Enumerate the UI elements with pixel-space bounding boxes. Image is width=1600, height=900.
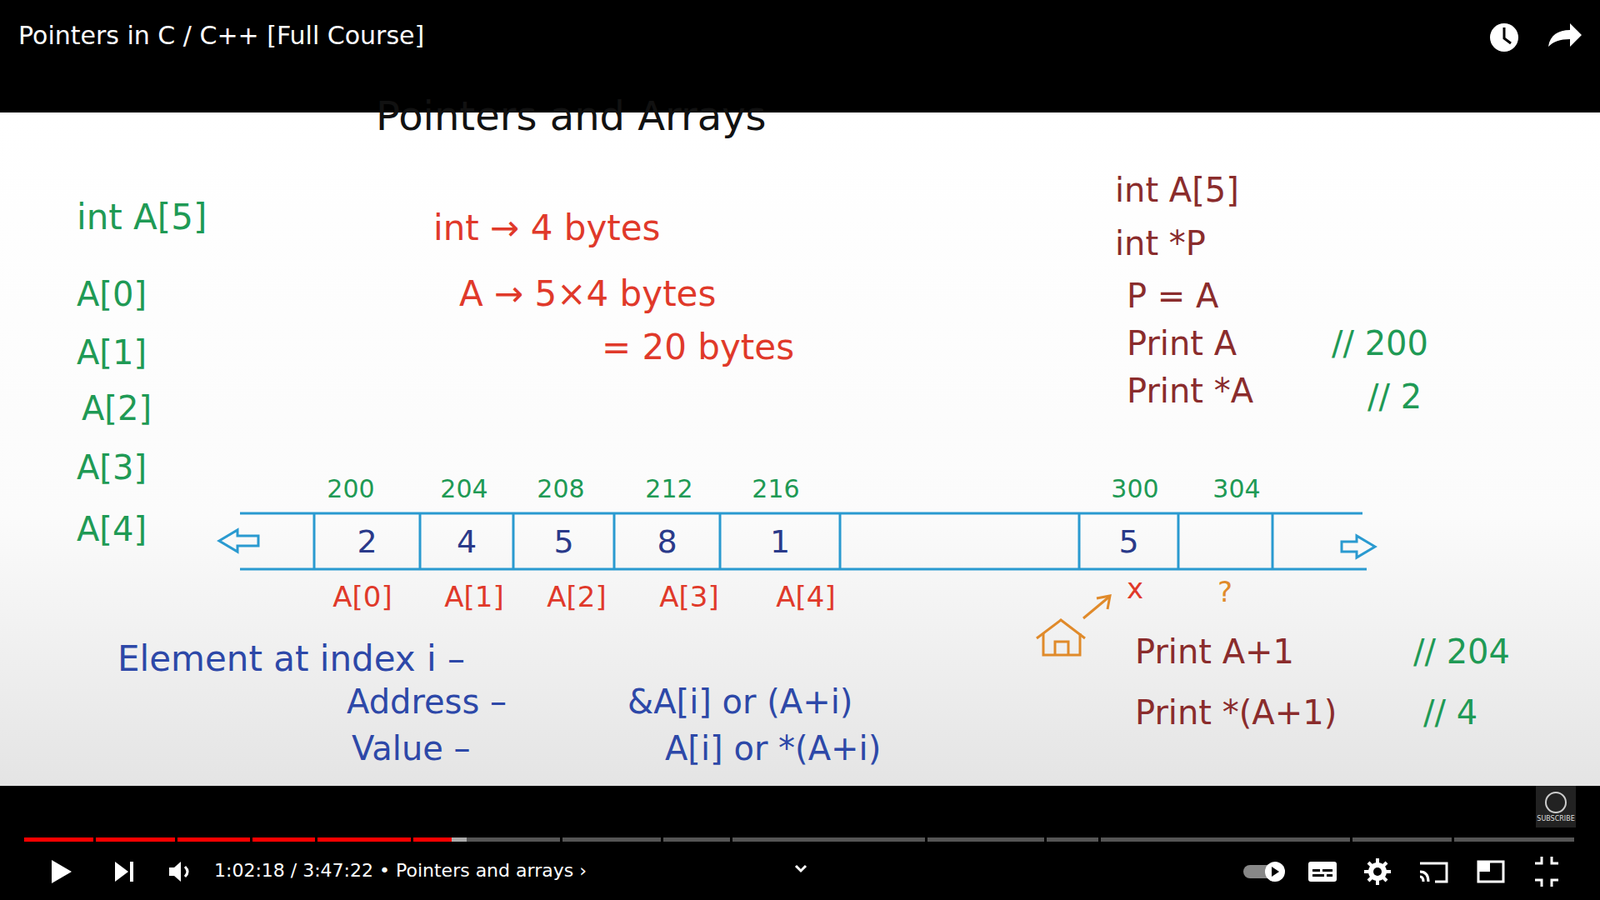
cell-name: A[3] <box>659 581 719 613</box>
memory-cell: 1 <box>721 515 839 568</box>
address: 208 <box>536 475 585 503</box>
address: 204 <box>440 475 488 503</box>
cell-name: A[2] <box>546 581 606 613</box>
pointer-arrow <box>1083 595 1110 619</box>
memory-strip <box>219 513 1375 570</box>
element-name: A[1] <box>76 334 147 371</box>
address: 200 <box>326 475 375 503</box>
video-title: Pointers in C / C++ [Full Course] <box>18 21 425 50</box>
size-note: = 20 bytes <box>601 328 795 367</box>
cell-value: 4 <box>456 523 477 560</box>
code-line: int *P <box>1115 225 1206 262</box>
element-name: A[4] <box>76 510 147 548</box>
address: 300 <box>1110 475 1159 503</box>
code-line: int A[5] <box>1115 171 1240 209</box>
address: 212 <box>645 475 693 503</box>
address: 304 <box>1212 475 1260 503</box>
channel-logo <box>1535 785 1576 828</box>
element-name: A[2] <box>81 390 152 427</box>
cell-value: 1 <box>770 523 790 560</box>
code-comment: // 200 <box>1331 325 1429 362</box>
cell-value: 8 <box>656 523 677 560</box>
title: Pointers and Arrays <box>375 94 767 139</box>
size-note: A → 5×4 bytes <box>459 275 716 314</box>
element-name: A[0] <box>76 275 147 313</box>
rule-heading: Element at index i – <box>117 640 465 679</box>
code-line: P = A <box>1126 277 1219 315</box>
memory-cell: 2 <box>315 515 419 568</box>
cell-value: 5 <box>553 523 574 560</box>
cell-name: A[1] <box>444 581 504 613</box>
progress-bar <box>24 837 1575 842</box>
code-comment: // 2 <box>1367 378 1422 415</box>
rule-term: Value – <box>351 730 471 767</box>
memory-cell: 5 <box>515 515 613 568</box>
code-line: Print *A <box>1126 372 1254 410</box>
element-name: A[3] <box>76 449 147 486</box>
memory-cell: 8 <box>615 515 719 568</box>
unknown-mark: ? <box>1217 576 1233 608</box>
subscribe-text: SUBSCRIBE <box>1536 815 1575 824</box>
cell-name: A[4] <box>775 581 835 613</box>
cell-value: 5 <box>1118 523 1139 560</box>
rule-expression: A[i] or *(A+i) <box>665 730 881 767</box>
rule-term: Address – <box>346 683 507 720</box>
size-note: int → 4 bytes <box>433 209 660 248</box>
cell-name: A[0] <box>332 581 392 613</box>
memory-cell: 4 <box>421 515 512 568</box>
chapter-name: • Pointers and arrays › <box>379 860 587 881</box>
memory-cell: 5 <box>1080 515 1177 568</box>
rule-expression: &A[i] or (A+i) <box>627 683 853 720</box>
code-line: Print A+1 <box>1135 633 1295 670</box>
declaration: int A[5] <box>76 198 207 237</box>
variable-name: x <box>1126 573 1144 605</box>
code-line: Print *(A+1) <box>1135 694 1337 731</box>
code-comment: // 4 <box>1423 694 1478 731</box>
code-line: Print A <box>1126 325 1237 362</box>
code-comment: // 204 <box>1413 633 1510 670</box>
house-icon <box>1036 620 1085 655</box>
address: 216 <box>751 475 800 503</box>
player-controls <box>51 856 1559 887</box>
top-bar-icons <box>1490 23 1582 52</box>
timestamp: 1:02:18 / 3:47:22 <box>214 860 374 881</box>
cell-value: 2 <box>356 523 377 560</box>
